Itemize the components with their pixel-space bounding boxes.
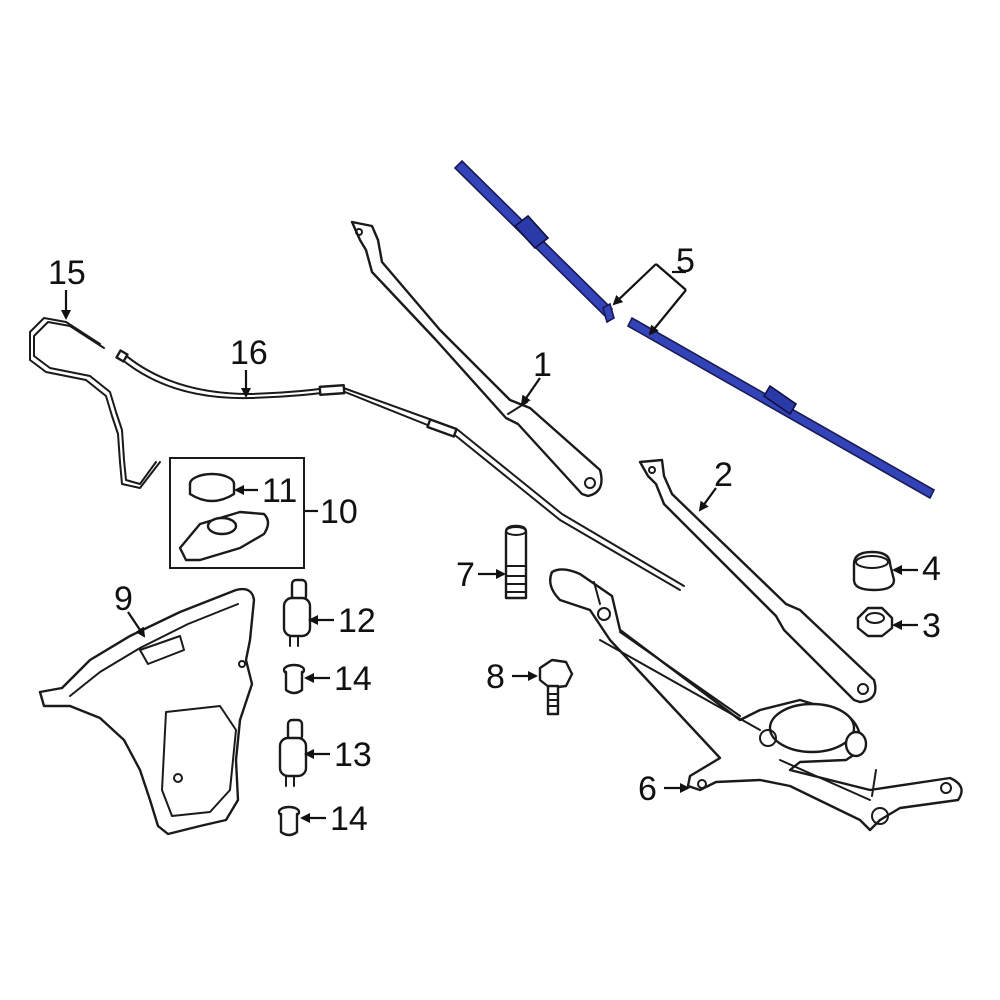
- wiper-blade-left[interactable]: [453, 159, 615, 324]
- cap-part-4[interactable]: [852, 550, 896, 592]
- leader-9: [127, 611, 146, 638]
- nut-part-3[interactable]: [856, 606, 894, 638]
- callout-16: 16: [230, 334, 268, 372]
- grommet-part-14-upper[interactable]: [282, 663, 306, 695]
- washer-pump-12[interactable]: [282, 578, 312, 647]
- wiper-linkage-motor[interactable]: [549, 568, 963, 832]
- leader-1: [520, 377, 541, 406]
- callout-12: 12: [338, 602, 376, 640]
- grommet-part-14-lower[interactable]: [277, 805, 301, 837]
- cap-part-11[interactable]: [188, 472, 236, 503]
- callout-4: 4: [922, 550, 941, 588]
- callout-11: 11: [262, 472, 297, 510]
- kit-box-10: [169, 457, 305, 569]
- callout-13: 13: [334, 736, 372, 774]
- stud-part-7[interactable]: [504, 524, 528, 600]
- washer-pump-13[interactable]: [278, 718, 308, 787]
- callout-10: 10: [320, 493, 358, 531]
- washer-reservoir-9[interactable]: [38, 587, 256, 836]
- callout-3: 3: [922, 607, 941, 645]
- leader-2: [698, 487, 717, 512]
- callout-1: 1: [533, 346, 552, 384]
- leader-5: [612, 263, 687, 336]
- callout-7: 7: [456, 556, 475, 594]
- callout-15: 15: [48, 254, 86, 292]
- filler-neck-part-10[interactable]: [178, 510, 270, 562]
- wiper-blade-right[interactable]: [626, 316, 936, 500]
- bolt-part-8[interactable]: [538, 658, 574, 716]
- callout-8: 8: [486, 658, 505, 696]
- wiper-arm-2[interactable]: [638, 458, 877, 704]
- callout-14-lower: 14: [330, 800, 368, 838]
- callout-6: 6: [638, 770, 657, 808]
- washer-hose-15[interactable]: [29, 317, 161, 489]
- callout-9: 9: [114, 580, 133, 618]
- callout-5: 5: [676, 242, 695, 280]
- callout-2: 2: [714, 456, 733, 494]
- callout-14-upper: 14: [334, 660, 372, 698]
